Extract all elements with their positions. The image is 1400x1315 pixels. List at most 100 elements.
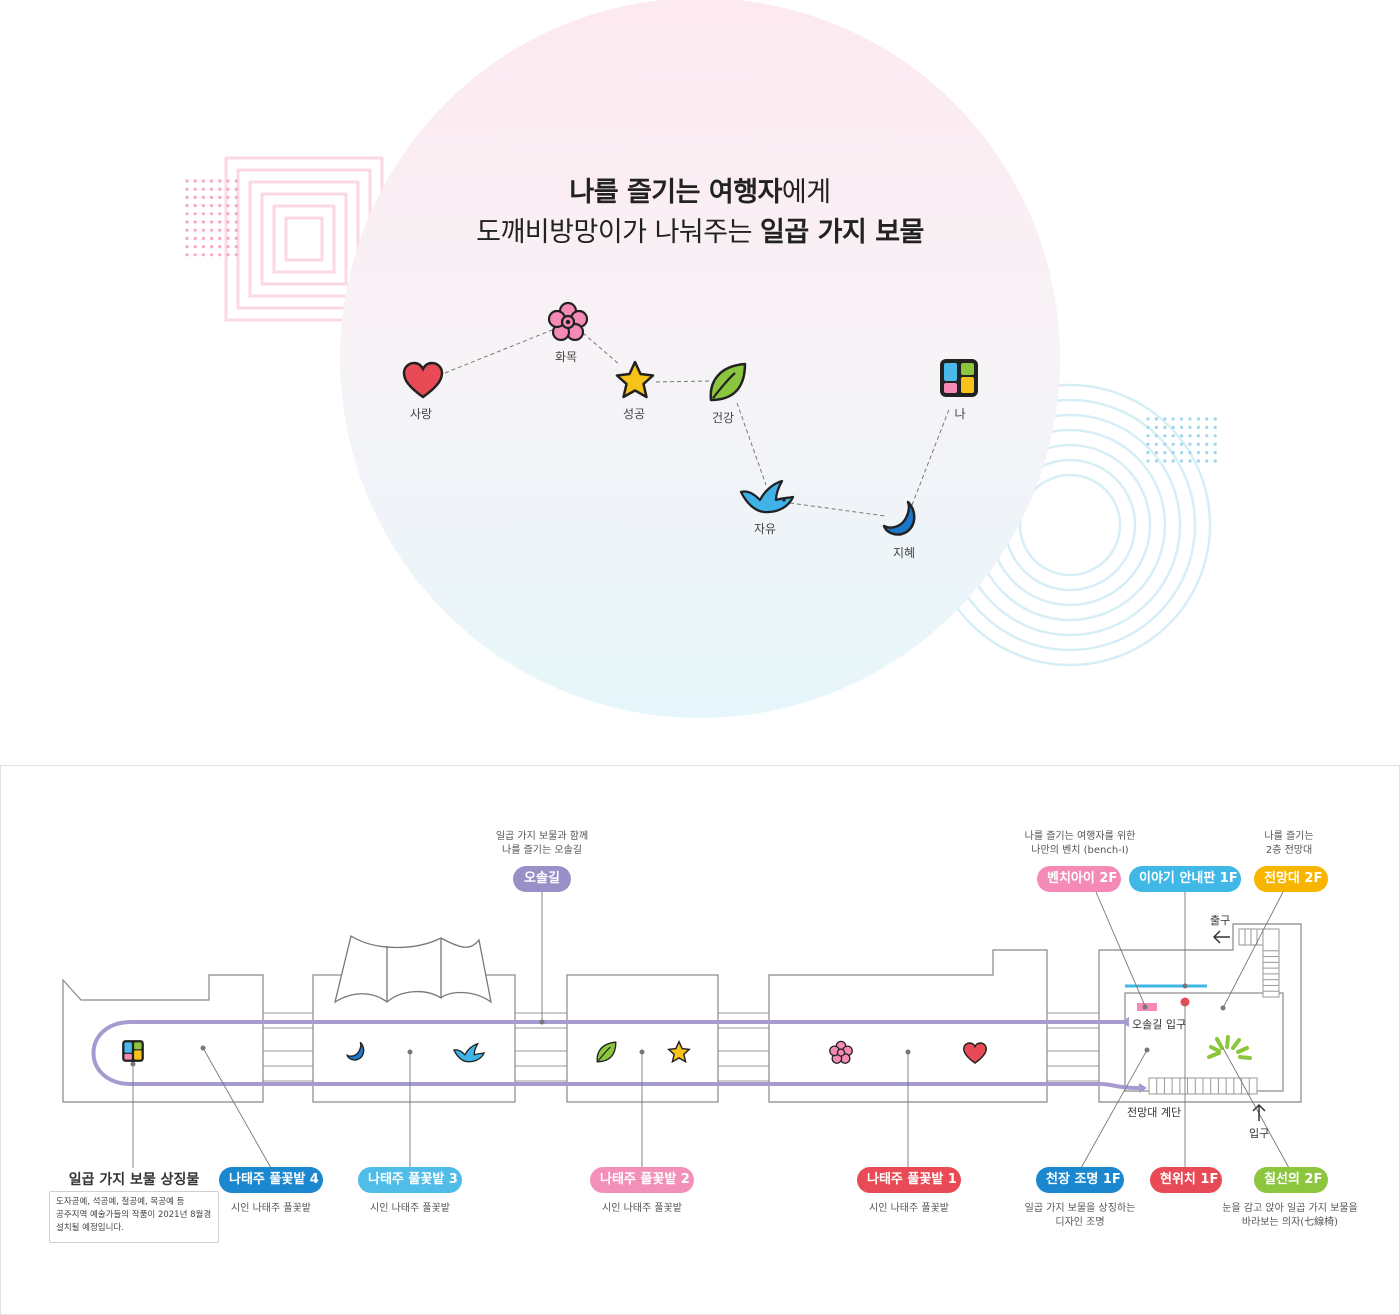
- decor-dot: [234, 212, 238, 216]
- caption-line: 일곱 가지 보물과 함께: [495, 831, 589, 842]
- caption-line: 나를 즐기는 여행자를 위한: [1024, 831, 1136, 842]
- concentric-squares-decoration: [224, 156, 384, 322]
- path-exit-arrow: [1139, 1083, 1147, 1093]
- decor-dot: [218, 204, 222, 208]
- decor-dot: [193, 187, 197, 191]
- story-board-pill[interactable]: 이야기 안내판 1F: [1129, 866, 1241, 892]
- chair-pill[interactable]: 칠선의 2F: [1254, 1167, 1328, 1193]
- leader-dots: [130, 983, 1226, 1067]
- star-icon: [615, 360, 655, 399]
- decor-dot: [1171, 434, 1175, 438]
- bench-pill[interactable]: 벤치아이 2F: [1037, 866, 1121, 892]
- decor-dot: [201, 220, 205, 224]
- decor-dot: [218, 187, 222, 191]
- decor-dot: [226, 179, 230, 183]
- decor-dot: [210, 245, 214, 249]
- ceiling-light-pill[interactable]: 천장 조명 1F: [1036, 1167, 1124, 1193]
- constellation-label-harmony: 화목: [554, 350, 578, 364]
- decor-dot: [1213, 459, 1217, 463]
- path-entrance-label: 오솔길 입구: [1132, 1018, 1187, 1031]
- osolgil-pill[interactable]: 오솔길: [513, 866, 571, 892]
- decor-dot: [1205, 425, 1209, 429]
- current-location-pill[interactable]: 현위치 1F: [1150, 1167, 1222, 1193]
- decor-dot: [1205, 434, 1209, 438]
- decor-dot: [201, 204, 205, 208]
- decor-dot: [234, 195, 238, 199]
- decor-dot: [1205, 442, 1209, 446]
- constellation-label-wisdom: 지혜: [892, 546, 916, 560]
- entrance-label: 입구: [1249, 1127, 1270, 1140]
- decor-dot: [1213, 451, 1217, 455]
- decor-dot: [234, 187, 238, 191]
- garden-2-pill[interactable]: 나태주 풀꽃밭 2: [590, 1167, 694, 1193]
- decor-dot: [1196, 442, 1200, 446]
- decor-dot: [201, 236, 205, 240]
- ceiling-light-caption: 일곱 가지 보물을 상징하는 디자인 조명: [1010, 1202, 1150, 1230]
- decor-dot: [1171, 459, 1175, 463]
- floor-map: 일곱 가지 보물과 함께 나를 즐기는 오솔길 오솔길 나를 즐기는 여행자를 …: [0, 765, 1400, 1315]
- flower-icon: [547, 301, 589, 341]
- decor-dot: [226, 236, 230, 240]
- decor-dot: [1180, 417, 1184, 421]
- decor-dot: [1196, 451, 1200, 455]
- decor-dot: [1171, 417, 1175, 421]
- decor-dot: [1180, 459, 1184, 463]
- decor-dot: [226, 212, 230, 216]
- decor-dot: [1180, 434, 1184, 438]
- chair-caption: 눈을 감고 앉아 일곱 가지 보물을 바라보는 의자(七線椅): [1205, 1202, 1375, 1230]
- decor-dot: [210, 236, 214, 240]
- background-graphics: [185, 0, 1217, 718]
- headline-emphasis-traveler: 나를 즐기는 여행자: [569, 177, 782, 208]
- decor-dot: [1213, 425, 1217, 429]
- path-entrance-arrow: [1121, 1017, 1129, 1027]
- garden-3-pill[interactable]: 나태주 풀꽃밭 3: [358, 1167, 462, 1193]
- top-section: 나를 즐기는 여행자에게 도깨비방망이가 나눠주는 일곱 가지 보물 사랑 화목…: [185, 0, 1217, 718]
- garden-4-pill[interactable]: 나태주 풀꽃밭 4: [219, 1167, 323, 1193]
- decor-dot: [226, 228, 230, 232]
- decor-dot: [1163, 459, 1167, 463]
- decor-dot: [201, 187, 205, 191]
- garden-3-caption: 시인 나태주 풀꽃밭: [370, 1203, 450, 1214]
- decor-dot: [201, 212, 205, 216]
- chair-fan-marker: [1207, 1035, 1252, 1060]
- description-line: 공주지역 예술가들의 작품이 2021년 8월경: [56, 1210, 212, 1220]
- exit-arrow-icon: [1212, 930, 1230, 944]
- moon-icon: [346, 1041, 365, 1061]
- leader-lines: [132, 891, 1290, 1169]
- decor-dot: [1146, 434, 1150, 438]
- decor-dot: [1171, 451, 1175, 455]
- decor-dot: [193, 228, 197, 232]
- entrance-arrow-icon: [1252, 1103, 1266, 1121]
- symbol-description-box: 도자공예, 석공예, 철공예, 목공예 등 공주지역 예술가들의 작품이 202…: [49, 1191, 219, 1243]
- decor-dot: [218, 228, 222, 232]
- flower-icon: [829, 1040, 853, 1064]
- decor-dot: [1196, 425, 1200, 429]
- decor-dot: [185, 187, 189, 191]
- caption-line: 바라보는 의자(七線椅): [1241, 1217, 1339, 1228]
- garden-1-caption: 시인 나태주 풀꽃밭: [869, 1203, 949, 1214]
- decor-dot: [185, 253, 189, 257]
- decor-dot: [218, 220, 222, 224]
- decor-dot: [1154, 459, 1158, 463]
- decor-dot: [226, 245, 230, 249]
- book-roof-decoration: [333, 934, 492, 1004]
- decor-dot: [234, 228, 238, 232]
- main-circle: [340, 0, 1060, 718]
- self-block-icon: [122, 1040, 144, 1062]
- blue-dot-grid: [1146, 417, 1217, 463]
- garden-1-pill[interactable]: 나태주 풀꽃밭 1: [857, 1167, 961, 1193]
- headline-emphasis-treasures: 일곱 가지 보물: [760, 217, 924, 248]
- decor-dot: [201, 179, 205, 183]
- viewpoint-caption: 나를 즐기는 2층 전망대: [1249, 830, 1329, 858]
- decor-dot: [1163, 442, 1167, 446]
- decor-dot: [218, 212, 222, 216]
- bench-caption: 나를 즐기는 여행자를 위한 나만의 벤치 (bench-I): [1009, 830, 1151, 858]
- viewpoint-pill[interactable]: 전망대 2F: [1254, 866, 1328, 892]
- decor-dot: [226, 187, 230, 191]
- exit-label: 출구: [1210, 914, 1231, 927]
- garden-2-caption: 시인 나태주 풀꽃밭: [602, 1203, 682, 1214]
- decor-dot: [185, 195, 189, 199]
- caption-line: 나를 즐기는 오솔길: [502, 845, 582, 856]
- decor-dot: [210, 228, 214, 232]
- decor-dot: [1146, 425, 1150, 429]
